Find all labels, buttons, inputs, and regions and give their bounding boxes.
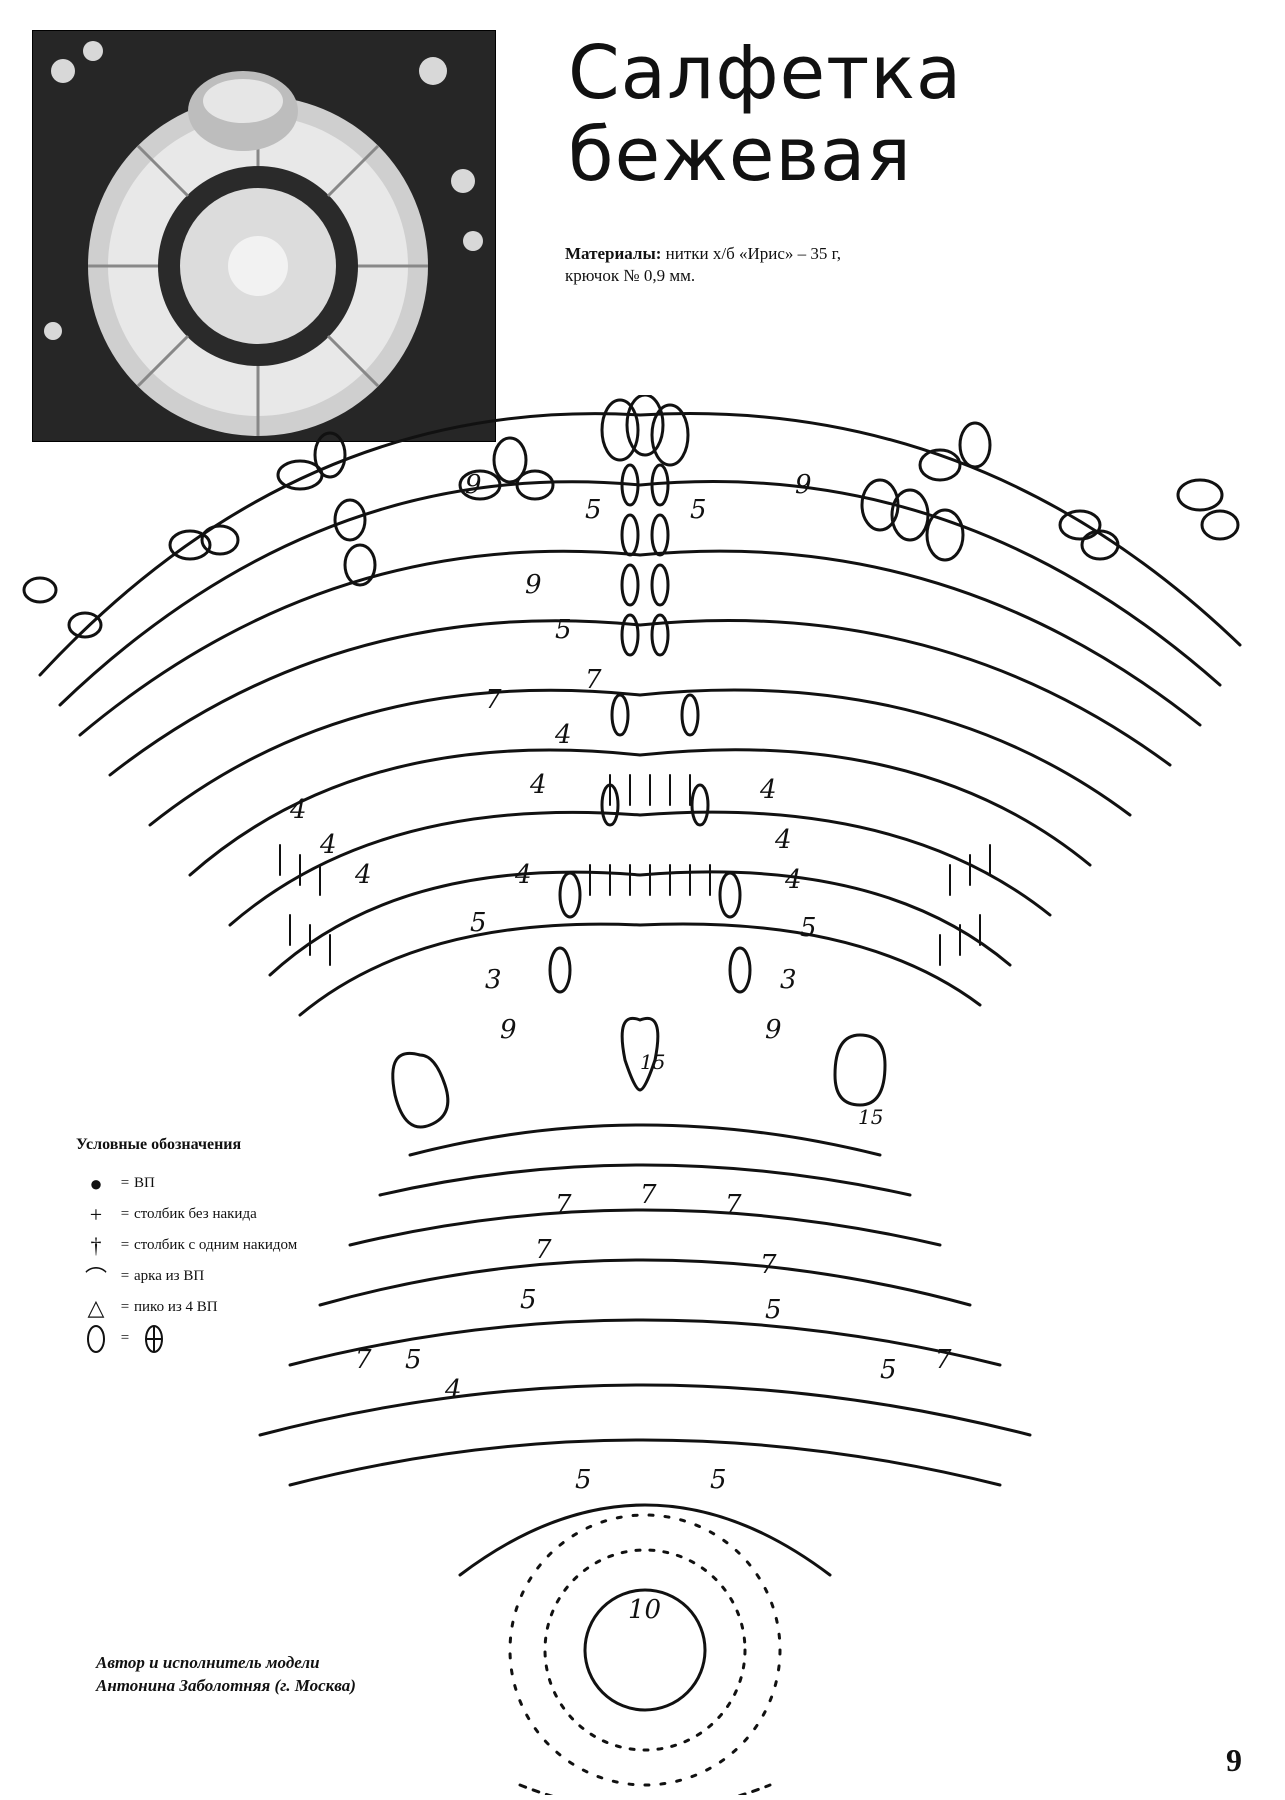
legend-equals: = [120,1237,130,1253]
legend-equals: = [120,1268,130,1284]
doily-photo [32,30,496,442]
legend-row-chain: ● = ВП [76,1168,376,1199]
dagger-icon: † [90,1232,102,1258]
crossed-ellipse-icon [134,1324,174,1353]
legend-equals: = [120,1299,130,1315]
legend-label: столбик с одним накидом [134,1237,298,1253]
title-line-2: бежевая [568,112,912,198]
legend-equals: = [120,1175,130,1191]
page-title: Салфетка бежевая [568,32,962,196]
author-line-1: Автор и исполнитель модели [96,1653,320,1672]
legend-row-sc: + = столбик без накида [76,1199,376,1230]
crochet-diagram [22,395,1242,1795]
lower-fan-arcs [258,1123,1032,1487]
legend-equals: = [120,1206,130,1222]
materials-text: нитки х/б «Ирис» – 35 г, [661,244,841,263]
page-number: 9 [1226,1742,1242,1778]
legend-label: ВП [134,1175,155,1191]
top-flowers [22,395,1240,639]
doily-photo-image [33,31,495,441]
materials-line-2: крючок № 0,9 мм. [565,266,696,285]
author-line-2: Антонина Заболотняя (г. Москва) [96,1676,356,1695]
legend-label: арка из ВП [134,1268,205,1284]
arc-icon: ⌒ [84,1265,107,1291]
legend-equals: = [120,1330,130,1346]
large-ovals [391,1017,887,1129]
upper-fan-arcs [38,412,1242,1017]
center-ring [458,1503,832,1795]
legend-heading: Условные обозначения [76,1136,242,1153]
triangle-icon: △ [87,1294,105,1320]
legend: Условные обозначения ● = ВП + = столбик … [76,1136,376,1354]
legend-label: пико из 4 ВП [134,1299,218,1315]
legend-label: столбик без накида [134,1206,257,1222]
crossed-ellipse-icon-shape [145,1324,163,1353]
ellipse-icon-shape [87,1324,105,1353]
center-spine [548,463,752,994]
materials-label: Материалы: [565,244,662,263]
plus-icon: + [89,1201,103,1227]
legend-row-dc: † = столбик с одним накидом [76,1230,376,1261]
dot-icon: ● [89,1170,103,1196]
legend-row-ellipse: = [76,1323,376,1354]
title-line-1: Салфетка [568,30,963,116]
materials-block: Материалы: нитки х/б «Ирис» – 35 г, крюч… [565,243,925,287]
ellipse-icon [76,1324,116,1353]
stitch-posts [279,774,991,966]
author-credit: Автор и исполнитель модели Антонина Забо… [96,1651,356,1697]
legend-row-arc: ⌒ = арка из ВП [76,1261,376,1292]
legend-row-picot: △ = пико из 4 ВП [76,1292,376,1323]
